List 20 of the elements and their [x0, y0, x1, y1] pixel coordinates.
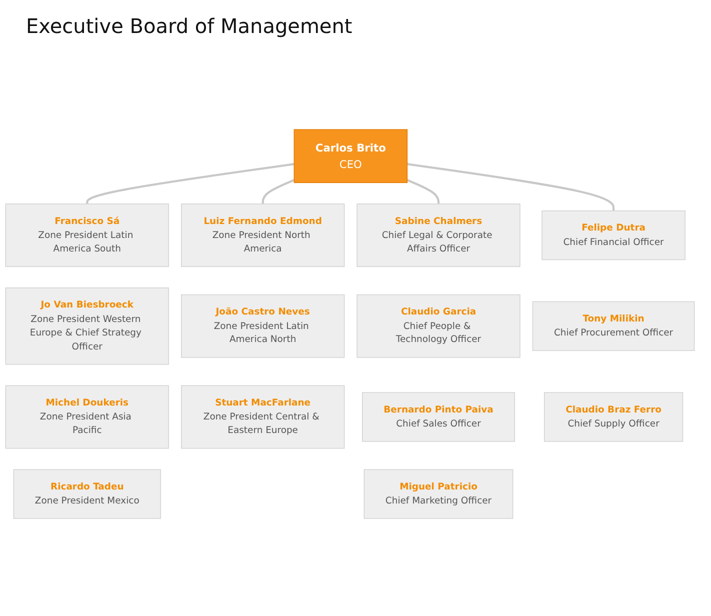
node-box: Carlos Brito CEO: [294, 129, 408, 184]
node-box: Michel Doukeris Zone President Asia Pacific: [5, 385, 169, 449]
node-box: Felipe Dutra Chief Financial Officer: [542, 210, 686, 260]
connector: [407, 163, 615, 211]
connector: [86, 163, 294, 204]
node-box: Jo Van Biesbroeck Zone President Western Europe & Chief Strategy Officer: [5, 288, 169, 365]
node-box: Francisco Sá Zone President Latin America South: [5, 204, 169, 267]
connector: [406, 179, 440, 204]
node-box: Claudio Braz Ferro Chief Supply Officer: [544, 392, 684, 442]
node-box: Luiz Fernando Edmond Zone President North America: [181, 204, 345, 267]
node-box: Claudio Garcia Chief People & Technology Officer: [356, 294, 520, 358]
node-box: Tony Milikin Chief Procurement Officer: [532, 301, 695, 351]
node-box: Stuart MacFarlane Zone President Central & Eastern Europe: [181, 385, 345, 449]
connector: [262, 179, 295, 204]
node-box: Bernardo Pinto Paiva Chief Sales Officer: [362, 392, 515, 442]
node-box: João Castro Neves Zone President Latin America North: [181, 294, 345, 358]
node-box: Miguel Patricio Chief Marketing Officer: [364, 469, 514, 519]
title: Executive Board of Management: [26, 14, 354, 38]
node-box: Ricardo Tadeu Zone President Mexico: [13, 469, 161, 519]
node-box: Sabine Chalmers Chief Legal & Corporate Affairs Officer: [356, 204, 520, 267]
